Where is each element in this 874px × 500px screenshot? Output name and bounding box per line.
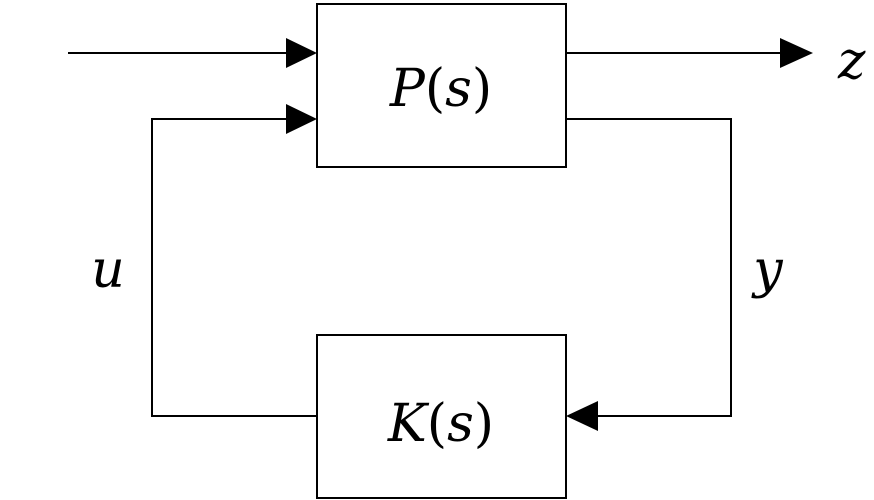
plant-label-arg: s bbox=[445, 59, 472, 119]
controller-block: K(s) bbox=[316, 334, 567, 499]
feedback-y-line bbox=[566, 118, 732, 417]
controller-label-main: K bbox=[387, 394, 430, 454]
plant-block-label: P(s) bbox=[389, 59, 492, 119]
controller-label-close-paren: ) bbox=[474, 394, 494, 454]
controller-label-open-paren: ( bbox=[427, 394, 447, 454]
control-u-line bbox=[151, 118, 317, 417]
output-z-wire: z bbox=[566, 31, 866, 91]
plant-label-open-paren: ( bbox=[425, 59, 445, 119]
controller-label-arg: s bbox=[447, 394, 474, 454]
signal-y-label: y bbox=[751, 240, 783, 300]
plant-label-close-paren: ) bbox=[472, 59, 492, 119]
output-z-arrow-icon bbox=[780, 38, 813, 68]
exogenous-input-wire bbox=[68, 38, 317, 68]
controller-block-rect bbox=[316, 334, 567, 499]
plant-block-rect bbox=[316, 3, 567, 168]
signal-z-label: z bbox=[837, 31, 866, 91]
signal-u-label: u bbox=[91, 240, 125, 300]
control-u-wire: u bbox=[91, 104, 317, 417]
feedback-y-wire: y bbox=[566, 118, 783, 431]
plant-label-main: P bbox=[389, 59, 426, 119]
exogenous-input-arrow-icon bbox=[286, 38, 317, 68]
plant-block: P(s) bbox=[316, 3, 567, 168]
feedback-y-arrow-icon bbox=[566, 401, 598, 431]
controller-block-label: K(s) bbox=[387, 394, 494, 454]
control-u-arrow-icon bbox=[286, 104, 317, 134]
